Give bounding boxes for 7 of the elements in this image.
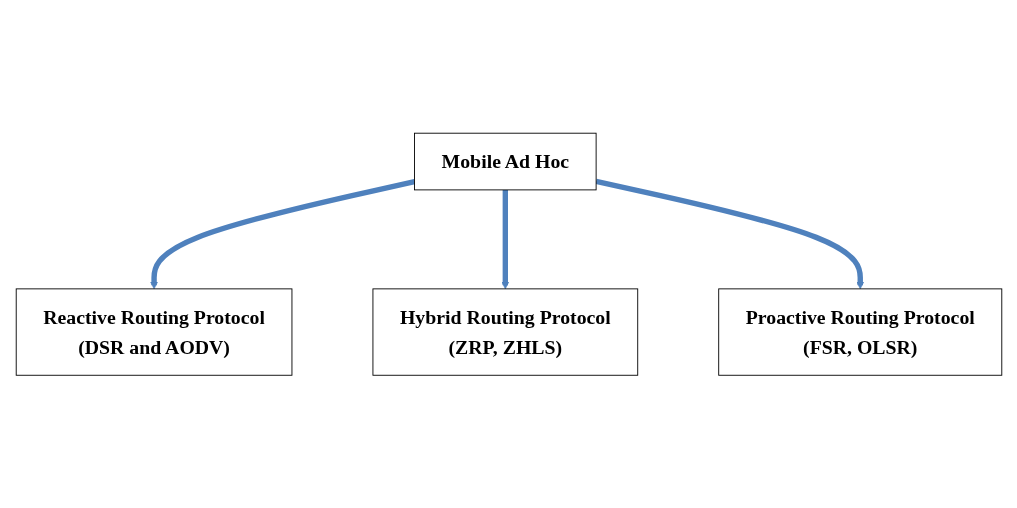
arrow [595,178,864,289]
node-box: Proactive Routing Protocol (FSR, OLSR) [717,288,1002,376]
node-box: Reactive Routing Protocol (DSR and AODV) [15,288,292,376]
arrow [149,178,415,289]
arrow [500,189,509,289]
node-box: Mobile Ad Hoc [413,132,597,191]
node-box: Hybrid Routing Protocol (ZRP, ZHLS) [372,288,638,376]
